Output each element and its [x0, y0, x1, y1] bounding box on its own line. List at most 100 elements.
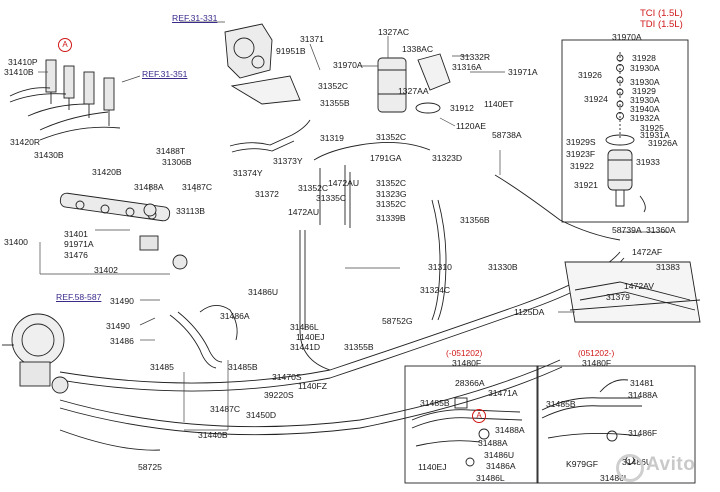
- inset-box-left: [404, 365, 539, 484]
- part-label: 91971A: [64, 239, 94, 249]
- fuel-filter-housing: [377, 53, 451, 114]
- part-label: 1120AE: [456, 121, 486, 131]
- ref-label[interactable]: REF.58-587: [56, 292, 102, 302]
- part-label: 31930A: [630, 77, 660, 87]
- fuel-filter-box: [561, 39, 689, 223]
- part-label: 31476: [64, 250, 88, 260]
- part-label: 31323G: [376, 189, 407, 199]
- part-label: 31360A: [646, 225, 676, 235]
- part-label: 31420B: [92, 167, 122, 177]
- part-label: 31488A: [478, 438, 508, 448]
- part-label: 31450D: [246, 410, 277, 420]
- part-label: 31486: [110, 336, 134, 346]
- inset-part: 31480F: [582, 358, 612, 368]
- part-label: 31929S: [566, 137, 596, 147]
- part-label: 1791GA: [370, 153, 402, 163]
- part-label: 1125DA: [514, 307, 545, 317]
- fuel-pump: [224, 23, 301, 105]
- part-label: 31332R: [460, 52, 491, 62]
- part-label: 31355B: [344, 342, 374, 352]
- return-hoses: [169, 119, 351, 369]
- part-label: 31371: [300, 34, 324, 44]
- part-label: 31352C: [298, 183, 329, 193]
- part-label: 31372: [255, 189, 279, 199]
- fuel-rail: [59, 192, 188, 270]
- ref-label[interactable]: REF.31-351: [142, 69, 188, 79]
- part-label: 1472AU: [328, 178, 360, 188]
- part-label: 31356B: [460, 215, 490, 225]
- part-label: 31330B: [488, 262, 518, 272]
- inset-period: (-051202): [446, 348, 483, 358]
- part-label: 58739A: [612, 225, 642, 235]
- part-label: 31355B: [320, 98, 350, 108]
- part-label: 1327AC: [378, 27, 410, 37]
- part-label: 31470S: [272, 372, 302, 382]
- avito-logo-icon: [616, 454, 644, 482]
- injector-group: [9, 59, 121, 141]
- part-label: 31930A: [630, 63, 660, 73]
- part-label: 58725: [138, 462, 162, 472]
- part-label: 1140FZ: [298, 381, 327, 391]
- part-label: 58738A: [492, 130, 522, 140]
- part-label: 31971A: [508, 67, 538, 77]
- part-label: 31932A: [630, 113, 660, 123]
- watermark: Avito: [646, 454, 696, 475]
- part-label: 31316A: [452, 62, 482, 72]
- part-label: 31933: [636, 157, 660, 167]
- part-label: 91951B: [276, 46, 306, 56]
- ref-label[interactable]: REF.31-331: [172, 13, 218, 23]
- part-label: 31485B: [420, 398, 450, 408]
- part-label: 31486L: [290, 322, 319, 332]
- part-label: 31323D: [432, 153, 463, 163]
- part-label: 31402: [94, 265, 118, 275]
- part-label: 31970A: [612, 32, 642, 42]
- part-label: 31928: [632, 53, 656, 63]
- part-label: 31923F: [566, 149, 596, 159]
- part-label: 31373Y: [273, 156, 303, 166]
- part-label: 31319: [320, 133, 344, 143]
- inset-period: (051202-): [578, 348, 615, 358]
- part-label: 1472AU: [288, 207, 320, 217]
- part-label: 31488T: [156, 146, 186, 156]
- inset-part: 31480F: [452, 358, 482, 368]
- part-label: 31486L: [476, 473, 505, 483]
- inset-box-right: [536, 365, 696, 484]
- part-label: 31926: [578, 70, 602, 80]
- part-label: 31922: [570, 161, 594, 171]
- part-label: 28366A: [455, 378, 485, 388]
- part-label: 1140EJ: [296, 332, 325, 342]
- part-label: 31929: [632, 86, 656, 96]
- filter-exploded-view: [605, 52, 646, 213]
- part-label: 31940A: [630, 104, 660, 114]
- part-label: 31420R: [10, 137, 41, 147]
- part-label: 31471A: [488, 388, 518, 398]
- part-label: 31410P: [8, 57, 38, 67]
- part-label: 31487C: [182, 182, 213, 192]
- part-label: 31970A: [333, 60, 363, 70]
- part-label: 31352C: [376, 178, 407, 188]
- variant-label: TDI (1.5L): [640, 19, 683, 30]
- part-label: 31488A: [495, 425, 525, 435]
- part-label: 31310: [428, 262, 452, 272]
- part-label: 31490: [106, 321, 130, 331]
- part-label: 31490: [110, 296, 134, 306]
- inset-right-lines: [541, 379, 642, 465]
- part-label: 1140EJ: [418, 462, 447, 472]
- part-label: 31486L: [600, 473, 629, 483]
- part-label: 31912: [450, 103, 474, 113]
- part-label: 31306B: [162, 157, 192, 167]
- part-label: 31930A: [630, 95, 660, 105]
- part-label: 31486U: [484, 450, 515, 460]
- part-label: 31339B: [376, 213, 406, 223]
- part-label: 31931A: [640, 130, 670, 140]
- part-label: 31485B: [228, 362, 258, 372]
- part-label: 31921: [574, 180, 598, 190]
- leader-lines: [38, 21, 668, 431]
- callout-marker: A: [58, 38, 72, 52]
- part-label: 31379: [606, 292, 630, 302]
- part-label: 39220S: [264, 390, 294, 400]
- part-label: 1472AF: [632, 247, 663, 257]
- clip-strip: [564, 261, 701, 323]
